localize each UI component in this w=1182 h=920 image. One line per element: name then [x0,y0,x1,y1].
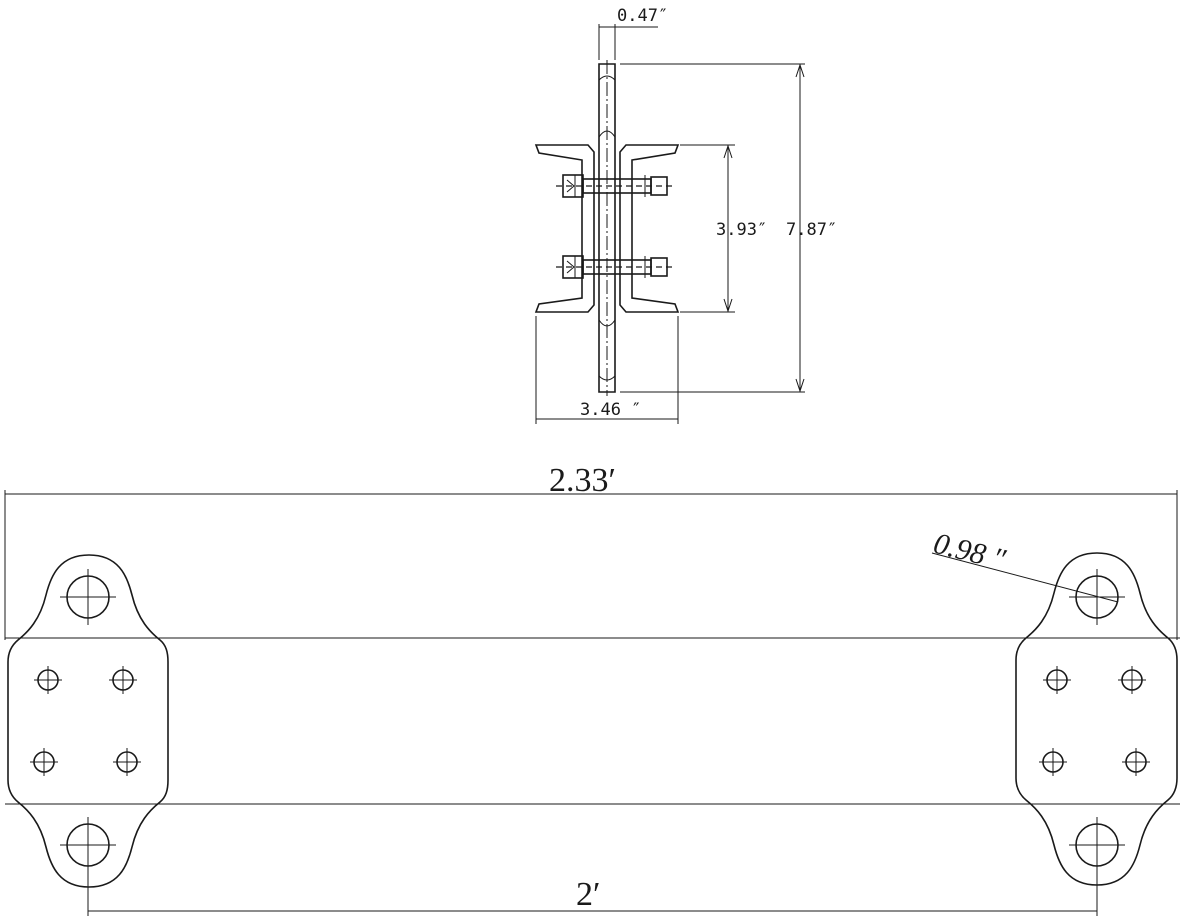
dim-hole-diameter: 0.98 ″ [930,527,1119,603]
label-overall-length: 2.33′ [549,462,616,499]
dim-hole-spacing: 2′ [87,870,1098,916]
label-hole-diameter: 0.98 ″ [930,527,1009,577]
dim-plate-thickness: 0.47″ [598,6,668,60]
dim-flange-width: 3.46 ″ [535,316,679,424]
top-bolt [556,174,672,198]
dim-plate-height: 7.87″ [620,63,837,393]
label-hole-spacing: 2′ [576,876,600,913]
top-view: 2.33′ [4,462,1180,916]
left-angle-channel [534,144,595,313]
bottom-bolt [556,255,672,279]
side-plate [598,63,616,393]
dim-bolt-spacing: 3.93″ [680,144,767,313]
dim-overall-length: 2.33′ [4,462,1178,640]
right-end-plate [1015,552,1178,886]
side-view: 0.47″ 3.93″ 7.87″ 3.46 ″ [534,6,837,424]
label-flange-width: 3.46 ″ [580,400,641,420]
label-plate-height: 7.87″ [786,220,837,240]
label-bolt-spacing: 3.93″ [716,220,767,240]
label-plate-thickness: 0.47″ [617,6,668,26]
left-end-plate [7,554,169,888]
right-angle-channel [619,144,680,313]
